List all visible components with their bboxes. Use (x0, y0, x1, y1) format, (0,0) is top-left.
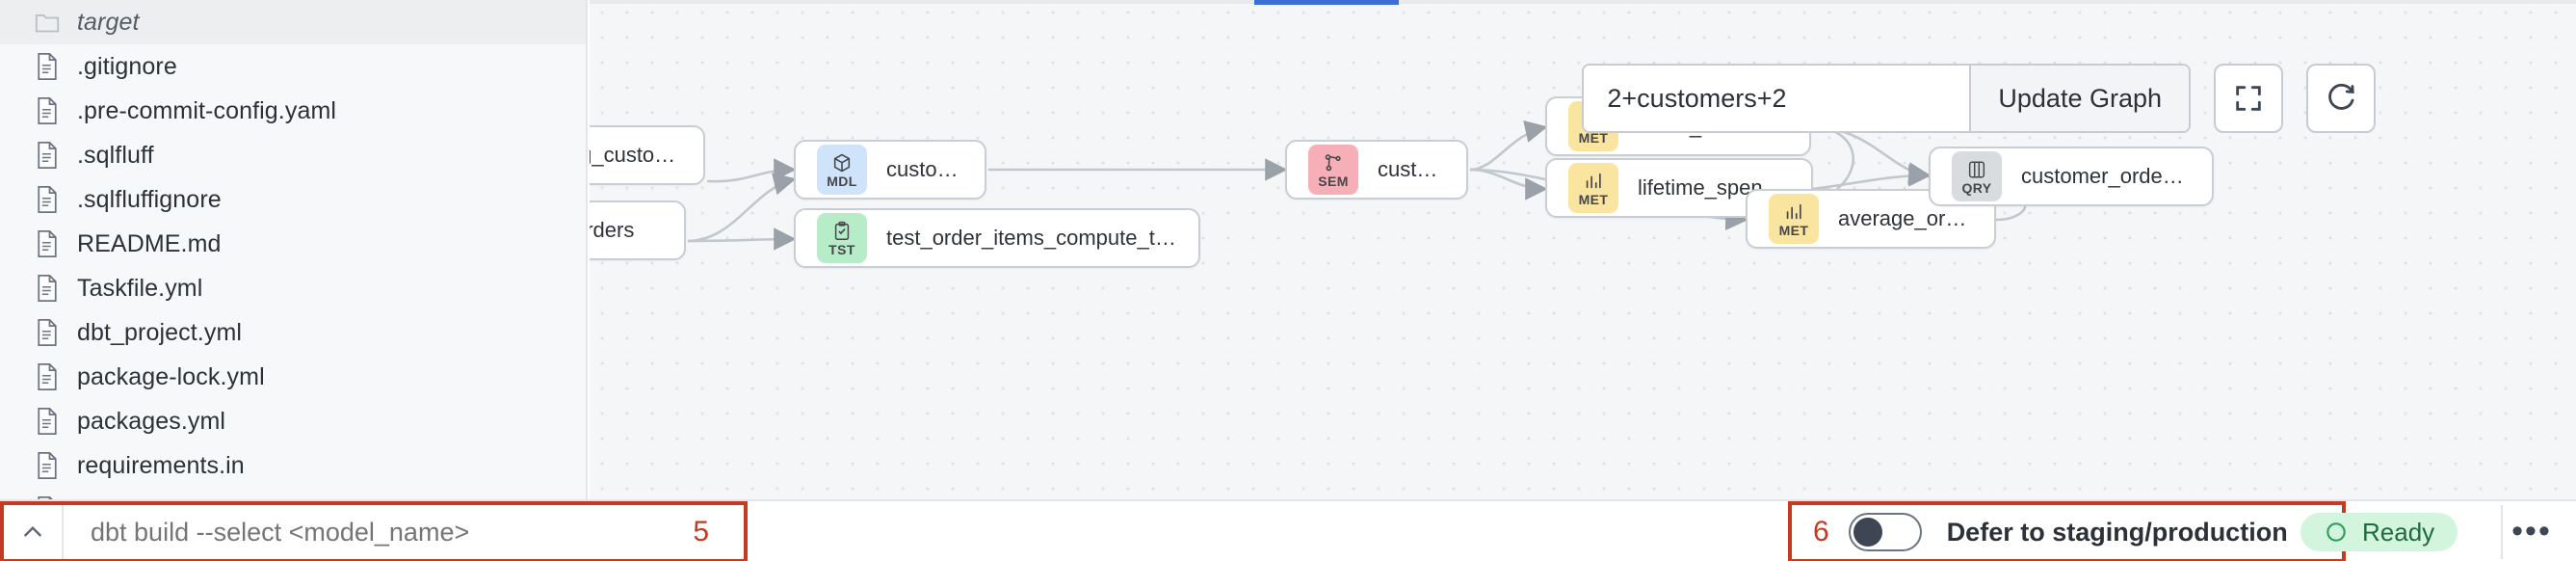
chevron-up-icon (24, 525, 41, 537)
file-row[interactable]: dbt_project.yml (0, 310, 586, 355)
sem-badge-icon: SEM (1308, 145, 1358, 195)
graph-node-label: average_order_value (1838, 206, 1973, 230)
file-icon (35, 407, 60, 436)
active-tab-underline (1254, 0, 1399, 5)
graph-node-stg_customers[interactable]: tg_customers (590, 125, 705, 185)
defer-toggle-label: Defer to staging/production (1946, 517, 2288, 547)
graph-node-label: customer_order_metrics (2021, 164, 2191, 188)
graph-select-input[interactable] (1584, 66, 1970, 131)
qry-badge-icon: QRY (1952, 151, 2002, 201)
file-name-label: .sqlfluff (77, 141, 154, 169)
file-name-label: .sqlfluffignore (77, 185, 222, 213)
update-graph-button[interactable]: Update Graph (1969, 66, 2189, 131)
badge-code: MDL (827, 173, 857, 189)
file-row[interactable]: .gitignore (0, 44, 586, 89)
file-row[interactable]: requirements.txt (0, 488, 586, 499)
file-row[interactable]: Taskfile.yml (0, 266, 586, 310)
file-row[interactable]: README.md (0, 222, 586, 266)
bottom-status-bar: 5 6 Defer to staging/production 7 Ready (0, 499, 2576, 561)
file-icon (35, 362, 60, 391)
badge-code: SEM (1318, 173, 1349, 189)
graph-search-group: Update Graph (1582, 64, 2191, 133)
file-name-label: .gitignore (77, 52, 177, 80)
refresh-icon (2328, 83, 2354, 110)
file-row[interactable]: .sqlfluffignore (0, 177, 586, 222)
graph-node-label: test_order_items_compute_to_bools… (886, 226, 1177, 250)
graph-node-label: customers (1378, 157, 1445, 181)
badge-code: MET (1578, 129, 1609, 146)
met-badge-icon: MET (1769, 194, 1819, 244)
file-icon (35, 229, 60, 258)
badge-code: MET (1578, 191, 1609, 207)
fullscreen-icon (2236, 86, 2261, 111)
file-icon (35, 274, 60, 303)
badge-code: MET (1778, 222, 1809, 238)
file-row[interactable]: target (0, 0, 586, 44)
graph-node-label: orders (590, 218, 635, 242)
refresh-button[interactable] (2306, 64, 2376, 133)
file-row[interactable]: .sqlfluff (0, 133, 586, 177)
badge-code: QRY (1961, 179, 1992, 196)
file-name-label: target (77, 8, 140, 36)
file-name-label: README.md (77, 229, 222, 257)
graph-node-stg_orders[interactable]: orders (590, 200, 686, 260)
badge-code: TST (828, 241, 855, 257)
file-icon (35, 96, 60, 125)
defer-control-highlight: 6 Defer to staging/production 7 (1788, 501, 2346, 561)
annotation-label-5: 5 (693, 516, 709, 548)
file-name-label: package-lock.yml (77, 362, 265, 390)
graph-node-test_order_items[interactable]: TST test_order_items_compute_to_bools… (794, 208, 1200, 268)
graph-node-label: tg_customers (590, 143, 682, 167)
file-name-label: requirements.in (77, 451, 245, 479)
more-options-button[interactable]: ••• (2501, 505, 2561, 559)
more-horizontal-icon: ••• (2511, 513, 2552, 550)
annotation-label-6: 6 (1813, 516, 1829, 548)
file-icon (35, 451, 60, 480)
lineage-graph-canvas[interactable]: tg_customersorders MDL customersTST test_or… (590, 0, 2576, 499)
fullscreen-button[interactable] (2214, 64, 2283, 133)
graph-node-label: customers (886, 157, 963, 181)
graph-node-customers_sem[interactable]: SEM customers (1285, 140, 1468, 200)
met-badge-icon: MET (1568, 163, 1618, 213)
file-row[interactable]: package-lock.yml (0, 355, 586, 399)
mdl-badge-icon: MDL (817, 145, 867, 195)
file-name-label: dbt_project.yml (77, 318, 243, 346)
file-icon (35, 52, 60, 81)
file-icon (35, 495, 60, 499)
graph-node-average_order_value[interactable]: MET average_order_value (1746, 189, 1996, 249)
graph-node-customers_mdl[interactable]: MDL customers (794, 140, 986, 200)
file-explorer[interactable]: target .gitignore .pre-commit-config.yaml.… (0, 0, 588, 499)
file-name-label: Taskfile.yml (77, 274, 203, 302)
tst-badge-icon: TST (817, 213, 867, 263)
file-name-label: packages.yml (77, 407, 226, 435)
status-badge[interactable]: Ready (2300, 513, 2458, 551)
command-bar-highlight: 5 (0, 501, 748, 561)
graph-toolbar: Update Graph (1582, 64, 2376, 133)
command-expand-button[interactable] (4, 505, 64, 559)
file-icon (35, 141, 60, 170)
file-icon (35, 185, 60, 214)
file-row[interactable]: requirements.in (0, 443, 586, 488)
file-icon (35, 318, 60, 347)
status-label: Ready (2362, 517, 2435, 547)
defer-toggle-knob (1853, 518, 1882, 547)
file-row[interactable]: packages.yml (0, 399, 586, 443)
graph-node-customer_order_metrics[interactable]: QRY customer_order_metrics (1929, 147, 2214, 206)
dbt-command-input[interactable] (64, 505, 694, 559)
canvas-top-divider (590, 0, 2576, 4)
file-row[interactable]: .pre-commit-config.yaml (0, 89, 586, 133)
status-circle-icon (2326, 522, 2346, 542)
file-name-label: .pre-commit-config.yaml (77, 96, 337, 124)
file-name-label: requirements.txt (77, 496, 251, 500)
defer-toggle[interactable] (1848, 513, 1922, 551)
file-list: target .gitignore .pre-commit-config.yaml.… (0, 0, 586, 499)
folder-icon (35, 8, 60, 37)
